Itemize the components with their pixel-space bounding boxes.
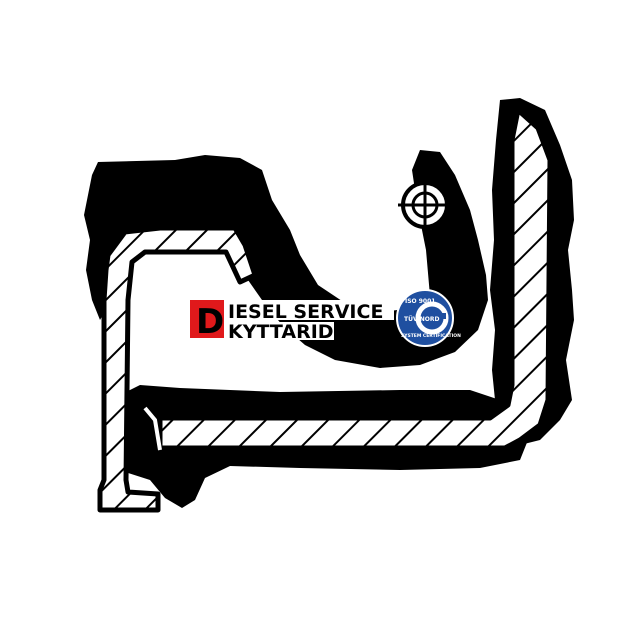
logo-initial: D bbox=[196, 302, 224, 342]
logo-line1: IESEL SERVICE bbox=[228, 301, 383, 323]
metal-insert bbox=[97, 225, 258, 513]
tuv-certification-badge-icon: ISO 9001 TÜV NORD SYSTEM CERTIFICATION bbox=[396, 289, 461, 347]
logo-line2: KYTTARIDIS bbox=[228, 321, 354, 343]
dealer-logo: D IESEL SERVICE KYTTARIDIS bbox=[190, 300, 394, 343]
logo-line1-bg bbox=[226, 300, 394, 320]
garter-spring-icon bbox=[398, 178, 452, 232]
badge-bottom-text: SYSTEM CERTIFICATION bbox=[401, 333, 461, 339]
badge-middle-text: TÜV NORD bbox=[404, 316, 439, 323]
logo-initial-box bbox=[190, 300, 224, 338]
metal-case bbox=[157, 107, 553, 451]
logo-line2-bg bbox=[226, 322, 334, 340]
badge-top-text: ISO 9001 bbox=[405, 298, 435, 305]
lip-gap bbox=[143, 406, 162, 451]
